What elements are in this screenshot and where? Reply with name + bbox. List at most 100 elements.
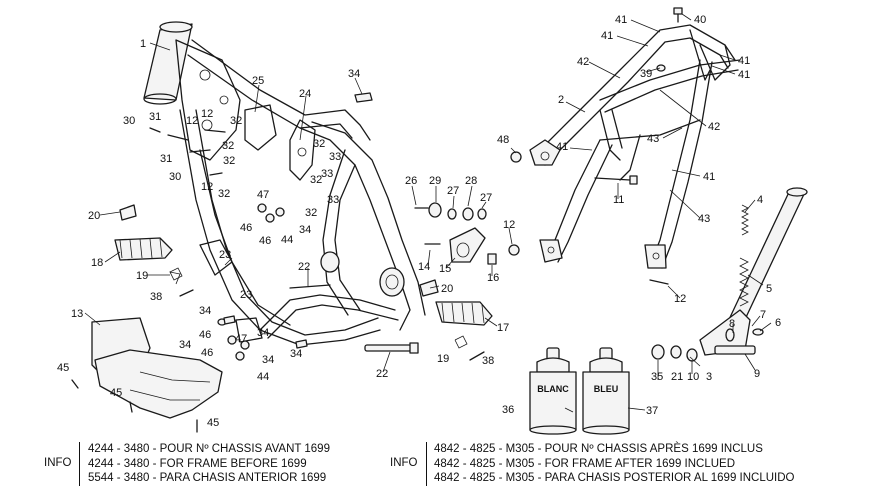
callout-6: 6 — [775, 317, 781, 329]
callout-20-right: 20 — [441, 283, 453, 295]
callout-7: 7 — [760, 309, 766, 321]
callout-8: 8 — [729, 318, 735, 330]
callout-32-g: 32 — [305, 207, 317, 219]
callout-41-d: 41 — [738, 69, 750, 81]
small-parts — [114, 64, 669, 361]
callout-32-c: 32 — [223, 155, 235, 167]
callout-45-bottom: 45 — [207, 417, 219, 429]
callout-38-left: 38 — [150, 291, 162, 303]
callout-23-lower: 23 — [240, 289, 252, 301]
callout-34-right-a: 34 — [257, 327, 269, 339]
callout-41-c: 41 — [738, 55, 750, 67]
info-bracket-left — [79, 442, 80, 486]
info-left-line-2: 4244 - 3480 - FOR FRAME BEFORE 1699 — [88, 457, 307, 470]
callout-12-left-upper: 12 — [201, 108, 213, 120]
callout-47-upper: 47 — [257, 189, 269, 201]
callout-9: 9 — [754, 368, 760, 380]
callout-46-upper: 46 — [240, 222, 252, 234]
callout-34-top: 34 — [348, 68, 360, 80]
callout-42-lower: 42 — [708, 121, 720, 133]
callout-23-upper: 23 — [219, 249, 231, 261]
callout-27-lower: 27 — [480, 192, 492, 204]
callout-45-mid: 45 — [110, 387, 122, 399]
callout-20-left: 20 — [88, 210, 100, 222]
callout-34-right-b: 34 — [262, 354, 274, 366]
callout-41-a: 41 — [615, 14, 627, 26]
callout-21: 21 — [671, 371, 683, 383]
callout-34-right-c: 34 — [290, 348, 302, 360]
callout-33-b: 33 — [321, 168, 333, 180]
info-left-line-1: 4244 - 3480 - POUR Nº CHASSIS AVANT 1699 — [88, 443, 330, 455]
callout-26: 26 — [405, 175, 417, 187]
callout-22-upper: 22 — [298, 261, 310, 273]
callout-44-upper: 44 — [281, 234, 293, 246]
callout-labels: 1 2 3 4 5 6 7 8 9 10 11 12 12 12 12 12 1… — [57, 14, 781, 429]
callout-44-lower: 44 — [257, 371, 269, 383]
callout-35: 35 — [651, 371, 663, 383]
callout-32-f: 32 — [310, 174, 322, 186]
callout-3: 3 — [706, 371, 712, 383]
skid-plate — [71, 317, 223, 433]
spray-can-blue-label: BLEU — [594, 384, 619, 394]
callout-16: 16 — [487, 272, 499, 284]
rear-subframe — [529, 7, 741, 269]
callout-33-a: 33 — [329, 151, 341, 163]
callout-28: 28 — [465, 175, 477, 187]
callout-15: 15 — [439, 263, 451, 275]
callout-41-e: 41 — [556, 141, 568, 153]
callout-45-left: 45 — [57, 362, 69, 374]
callout-30-lower: 30 — [169, 171, 181, 183]
main-frame — [143, 21, 426, 346]
info-block-right: 4842 - 4825 - M305 - POUR Nº CHASSIS APR… — [434, 442, 794, 486]
callout-38-right: 38 — [482, 355, 494, 367]
callout-11: 11 — [613, 194, 624, 206]
info-right-line-3: 4842 - 4825 - M305 - PARA CHASIS POSTERI… — [434, 472, 795, 484]
callout-22-lower: 22 — [376, 368, 388, 380]
callout-12-right-lower: 12 — [674, 293, 686, 305]
callout-34-mid: 34 — [299, 224, 311, 236]
callout-46-lower-b: 46 — [201, 347, 213, 359]
callout-2: 2 — [558, 94, 564, 106]
info-tag-right: INFO — [390, 457, 418, 469]
callout-1: 1 — [140, 38, 146, 50]
callout-41-b: 41 — [601, 30, 613, 42]
info-bracket-right — [426, 442, 427, 486]
callout-34-left-a: 34 — [199, 305, 211, 317]
spray-can-white-label: BLANC — [537, 384, 569, 394]
callout-41-f: 41 — [703, 171, 715, 183]
callout-30-upper: 30 — [123, 115, 135, 127]
info-tag-left: INFO — [44, 457, 72, 469]
callout-39: 39 — [640, 68, 652, 80]
callout-32-d: 32 — [218, 188, 230, 200]
spray-can-blue: BLEU — [582, 347, 630, 435]
callout-32-b: 32 — [222, 140, 234, 152]
callout-19-right: 19 — [437, 353, 449, 365]
callout-10: 10 — [687, 371, 699, 383]
callout-19-left: 19 — [136, 270, 148, 282]
callout-43-lower: 43 — [698, 213, 710, 225]
callout-32-e: 32 — [313, 138, 325, 150]
callout-40: 40 — [694, 14, 706, 26]
callout-31-lower: 31 — [160, 153, 172, 165]
callout-47-lower: 47 — [235, 333, 247, 345]
spray-can-white: BLANC — [529, 347, 577, 435]
callout-37: 37 — [646, 405, 658, 417]
callout-5: 5 — [766, 283, 772, 295]
callout-17: 17 — [497, 322, 509, 334]
leader-lines — [84, 13, 772, 413]
callout-42-upper: 42 — [577, 56, 589, 68]
callout-12-left-mid: 12 — [186, 115, 198, 127]
callout-43-upper: 43 — [647, 133, 659, 145]
callout-33-c: 33 — [327, 194, 339, 206]
callout-12-left-lower: 12 — [201, 181, 213, 193]
callout-46-lower-a: 46 — [199, 329, 211, 341]
callout-36: 36 — [502, 404, 514, 416]
side-stand-assembly — [651, 187, 808, 362]
callout-4: 4 — [757, 194, 763, 206]
callout-12-right-upper: 12 — [503, 219, 515, 231]
callout-27-upper: 27 — [447, 185, 459, 197]
callout-14: 14 — [418, 261, 430, 273]
info-right-line-1: 4842 - 4825 - M305 - POUR Nº CHASSIS APR… — [434, 443, 763, 455]
callout-48: 48 — [497, 134, 509, 146]
